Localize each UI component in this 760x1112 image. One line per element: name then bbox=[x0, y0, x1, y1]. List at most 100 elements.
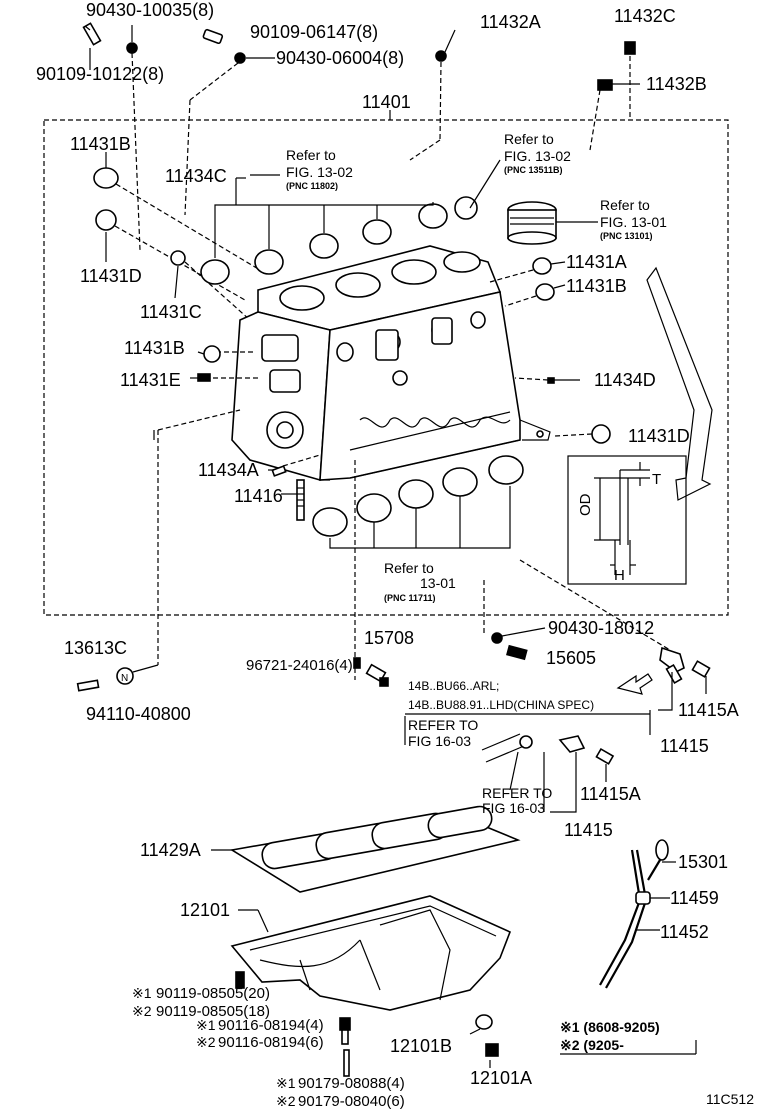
label-11434A: 11434A bbox=[198, 460, 259, 480]
label-12101: 12101 bbox=[180, 900, 230, 920]
label-90109-10122: 90109-10122(8) bbox=[36, 64, 164, 84]
hose-lower bbox=[481, 733, 525, 763]
plug-11431D-right bbox=[591, 424, 611, 444]
plug-11431C bbox=[170, 250, 186, 266]
pin-11434A bbox=[271, 465, 287, 477]
main-bearing-set bbox=[312, 455, 524, 537]
label-11415A-upper: 11415A bbox=[678, 700, 739, 720]
label-11434C: 11434C bbox=[165, 166, 227, 186]
nut-90116-08194 bbox=[339, 1017, 351, 1045]
label-11431D-left: 11431D bbox=[80, 266, 142, 286]
cylinder-block bbox=[231, 245, 551, 482]
label-11415A-lower: 11415A bbox=[580, 784, 641, 804]
plug-11432C bbox=[624, 41, 636, 55]
label-11416: 11416 bbox=[234, 486, 283, 506]
legend: ※1 (8608-9205) ※2 (9205- bbox=[560, 1019, 697, 1055]
plug-11432B bbox=[597, 79, 613, 91]
washer-90430-18012 bbox=[491, 632, 503, 644]
gasket-11429A bbox=[229, 805, 521, 893]
legend-row-2: ※2 (9205- bbox=[560, 1037, 624, 1053]
clamp-lower bbox=[519, 735, 533, 749]
drain-plug-12101A bbox=[485, 1043, 499, 1057]
label-15301: 15301 bbox=[678, 852, 728, 872]
plug-11431B-mid bbox=[203, 345, 221, 363]
label-11452: 11452 bbox=[660, 922, 709, 942]
spec-note-2: 14B..BU88.91..LHD(CHINA SPEC) bbox=[408, 698, 594, 712]
label-11415-lower: 11415 bbox=[564, 820, 613, 840]
bolt-11415A-lower bbox=[595, 747, 615, 765]
pin-11434D bbox=[547, 377, 580, 384]
detail-inset bbox=[567, 455, 687, 585]
ref4-line1: Refer to bbox=[384, 560, 434, 576]
marker-1-c: ※1 bbox=[276, 1075, 296, 1091]
plug-11431B-top bbox=[93, 167, 119, 189]
label-11415-upper: 11415 bbox=[660, 736, 709, 756]
ring-11459 bbox=[635, 891, 651, 905]
pointer-arrow bbox=[646, 266, 713, 501]
label-90430-10035: 90430-10035(8) bbox=[86, 0, 214, 20]
dipstick-15301 bbox=[647, 839, 669, 881]
figure-code: 11C512 bbox=[706, 1091, 754, 1107]
ref3-line1: Refer to bbox=[600, 197, 650, 213]
spec-note-1: 14B..BU66..ARL; bbox=[408, 679, 499, 693]
bolt-90109-10122 bbox=[82, 22, 102, 46]
assembly-boundary bbox=[43, 119, 729, 616]
bolt-15708 bbox=[353, 657, 361, 669]
label-11431B-mid: 11431B bbox=[124, 338, 185, 358]
ref5-line2: FIG 16-03 bbox=[408, 733, 471, 749]
oil-pan-12101 bbox=[230, 895, 512, 1011]
label-90109-06147: 90109-06147(8) bbox=[250, 22, 378, 42]
marker-2-a: ※2 bbox=[132, 1003, 152, 1019]
label-11429A: 11429A bbox=[140, 840, 201, 860]
detail-od: OD bbox=[577, 493, 594, 516]
label-11431E: 11431E bbox=[120, 370, 181, 390]
label-90179-08088: 90179-08088(4) bbox=[298, 1075, 405, 1092]
ref6-line1: REFER TO bbox=[482, 785, 552, 801]
ref1-line2: FIG. 13-02 bbox=[286, 164, 353, 180]
label-94110-40800: 94110-40800 bbox=[86, 704, 191, 724]
label-90116-08194-b: 90116-08194(6) bbox=[218, 1034, 324, 1051]
plug-11431D-left bbox=[95, 209, 117, 231]
drain-plug-12101B bbox=[475, 1014, 493, 1030]
detail-t: T bbox=[652, 471, 661, 488]
ref5-line1: REFER TO bbox=[408, 717, 478, 733]
label-90430-06004: 90430-06004(8) bbox=[276, 48, 404, 68]
label-11431B-right: 11431B bbox=[566, 276, 627, 296]
stud-13613C bbox=[76, 679, 100, 692]
detail-h: H bbox=[614, 567, 625, 584]
ref2-line1: Refer to bbox=[504, 131, 554, 147]
washer-90430-10035 bbox=[126, 42, 138, 54]
label-11431A: 11431A bbox=[566, 252, 627, 272]
plug-15605 bbox=[506, 644, 528, 661]
ref1-line3: (PNC 11802) bbox=[286, 181, 338, 191]
ref3-line2: FIG. 13-01 bbox=[600, 214, 667, 230]
label-12101A: 12101A bbox=[470, 1068, 532, 1088]
marker-2-c: ※2 bbox=[276, 1093, 296, 1109]
plug-11431A bbox=[532, 257, 552, 275]
label-11431D-right: 11431D bbox=[628, 426, 690, 446]
label-90179-08040: 90179-08040(6) bbox=[298, 1093, 405, 1110]
bolt-90109-06147 bbox=[202, 28, 224, 45]
ref4-line3: (PNC 11711) bbox=[384, 593, 436, 603]
label-96721-24016: 96721-24016(4) bbox=[246, 657, 353, 674]
camshaft-bearing-set bbox=[200, 196, 478, 285]
label-90119-08505-18: 90119-08505(18) bbox=[156, 1003, 270, 1020]
piston bbox=[507, 201, 557, 245]
marker-1-b: ※1 bbox=[196, 1017, 216, 1033]
plug-11432A bbox=[435, 50, 447, 62]
label-15708: 15708 bbox=[364, 628, 414, 648]
ref6-line2: FIG 16-03 bbox=[482, 800, 545, 816]
svg-text:N: N bbox=[121, 673, 128, 684]
label-11431C: 11431C bbox=[140, 302, 202, 322]
label-90430-18012: 90430-18012 bbox=[548, 618, 654, 638]
label-90119-08505-20: 90119-08505(20) bbox=[156, 985, 270, 1002]
bolt-90119-08505 bbox=[235, 971, 245, 989]
plug-11431E bbox=[197, 373, 211, 382]
bolt-11415A-upper bbox=[691, 660, 711, 678]
label-15605: 15605 bbox=[546, 648, 596, 668]
label-12101B: 12101B bbox=[390, 1036, 452, 1056]
union-11415-lower bbox=[558, 735, 586, 753]
marker-1-a: ※1 bbox=[132, 985, 152, 1001]
label-13613C: 13613C bbox=[64, 638, 127, 658]
